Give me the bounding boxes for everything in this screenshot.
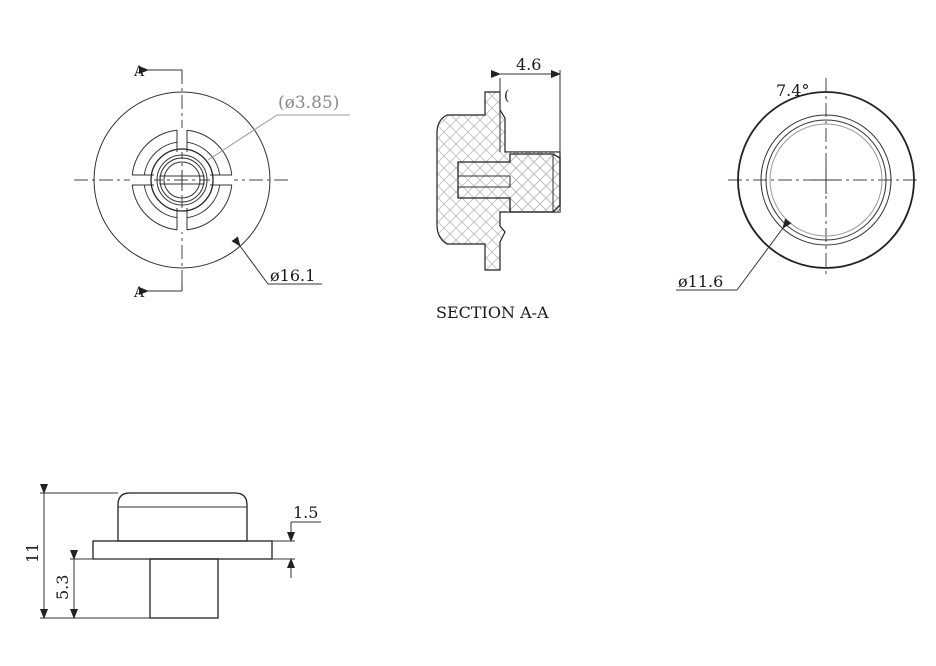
top-rim-outer [760,114,892,246]
stem-dimension: 5.3 [53,575,72,600]
slot-left [130,175,154,185]
side-view: 11 5.3 1.5 [23,484,321,619]
side-flange [92,540,273,560]
top-outer-circle [737,91,915,269]
bore-leader [207,114,278,161]
angle-dimension: 7.4° [776,81,809,100]
outer-circle [93,91,271,269]
bore-circle [163,161,201,199]
height-dimension: 11 [23,543,42,563]
flange-dimension: 1.5 [293,503,318,522]
slot-top [177,128,187,152]
top-leader [736,218,792,291]
width-dimension: 4.6 [516,55,541,74]
section-title: SECTION A-A [436,303,549,322]
side-cap [117,492,248,542]
slot-bottom [177,208,187,232]
section-mark-top: A [133,64,145,80]
front-view: A A (ø3.85) ø16.1 [74,64,350,301]
bore-dimension: (ø3.85) [278,93,339,113]
section-mark-bottom: A [133,285,145,301]
outer-dimension: ø16.1 [270,266,315,285]
top-rim-inner [765,119,887,241]
svg-text:(: ( [504,88,509,104]
top-view: 7.4° ø11.6 [676,78,918,291]
hub-middle [156,154,208,206]
hub-outer [150,148,214,212]
section-view: 4.6 ( SECTION A-A [436,55,561,322]
top-cap-circle [769,123,883,237]
diameter-dimension: ø11.6 [678,272,723,291]
slot-right [210,175,234,185]
side-stem [149,558,219,619]
outer-leader [231,236,269,285]
